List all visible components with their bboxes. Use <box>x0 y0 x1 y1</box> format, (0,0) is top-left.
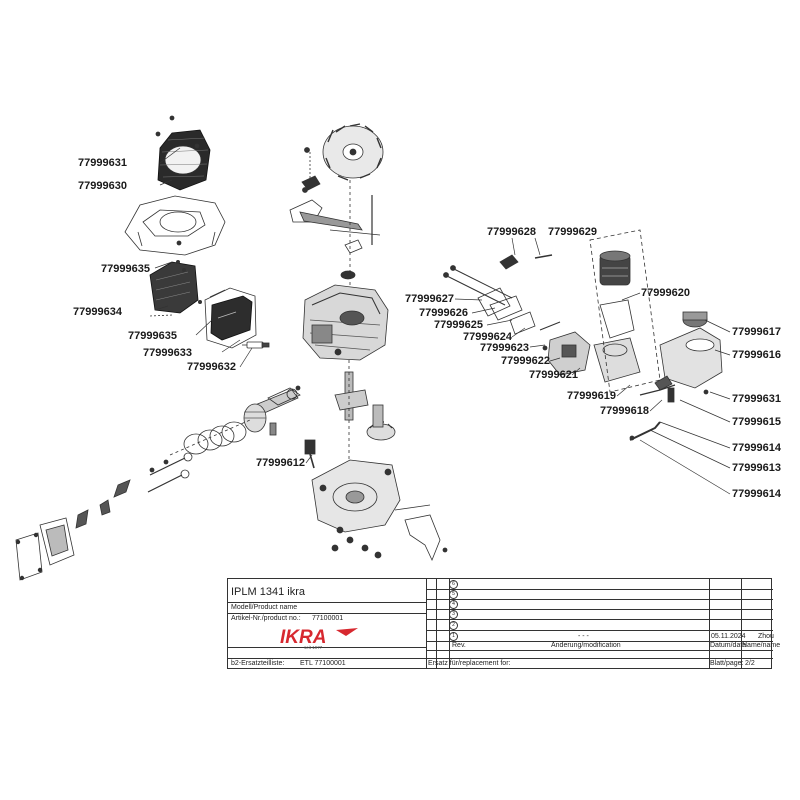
title-block: IPLM 1341 ikra Modell/Product name Artik… <box>227 578 780 669</box>
name-header: Name/name <box>742 642 781 649</box>
replacement-label: Ersatz für/replacement for: <box>428 660 511 667</box>
part-label-77999630: 77999630 <box>78 180 127 192</box>
valves <box>147 452 193 493</box>
spark-plug <box>242 341 270 349</box>
part-label-77999613: 77999613 <box>732 462 781 474</box>
muffler <box>149 287 257 349</box>
camshaft-gear <box>366 404 396 441</box>
flywheel <box>322 123 384 181</box>
rev-number-6: 6 <box>449 580 458 589</box>
etl-value: ETL 77100001 <box>300 660 346 667</box>
fuel-tank-cap <box>682 311 708 328</box>
crankcase-cover <box>311 459 401 559</box>
ignition-coil <box>289 147 363 231</box>
part-label-77999621: 77999621 <box>529 369 578 381</box>
part-label-77999618: 77999618 <box>600 405 649 417</box>
rocker-arm <box>267 385 301 406</box>
rev1-date: 05.11.2024 <box>711 633 746 640</box>
fan-housing <box>124 195 226 256</box>
ikra-logo: IKRA seit 1977 <box>278 626 368 650</box>
part-label-77999625: 77999625 <box>434 319 483 331</box>
part-label-77999620: 77999620 <box>641 287 690 299</box>
valve-springs <box>75 479 131 529</box>
rev1-name: Zhou <box>758 633 774 640</box>
sheet-label: Blatt/page: <box>710 660 744 667</box>
part-label-77999635-top: 77999635 <box>101 263 150 275</box>
leader-lines <box>154 147 731 495</box>
part-label-77999634: 77999634 <box>73 306 122 318</box>
part-label-77999635-bottom: 77999635 <box>128 330 177 342</box>
rev-number-1: 1 <box>449 632 458 641</box>
piston-rings <box>169 419 251 456</box>
etl-label: b2-Ersatzteilliste: <box>231 660 285 667</box>
part-label-77999616: 77999616 <box>732 349 781 361</box>
part-label-77999615: 77999615 <box>732 416 781 428</box>
model-label: Modell/Product name <box>231 604 298 611</box>
article-value: 77100001 <box>312 615 344 622</box>
sheet-value: 2/2 <box>745 660 755 667</box>
part-label-77999623: 77999623 <box>480 342 529 354</box>
part-label-77999612: 77999612 <box>256 457 305 469</box>
fuel-line <box>629 375 676 441</box>
cylinder-head-cover <box>15 517 75 581</box>
part-label-77999619: 77999619 <box>567 390 616 402</box>
carburetor <box>539 321 591 376</box>
product-name: IPLM 1341 ikra <box>231 586 305 598</box>
part-label-77999629: 77999629 <box>548 226 597 238</box>
part-label-77999617: 77999617 <box>732 326 781 338</box>
rev1-change: - - - <box>578 633 589 640</box>
change-header: Änderung/modification <box>551 642 621 649</box>
part-label-77999633: 77999633 <box>143 347 192 359</box>
part-label-77999614-top: 77999614 <box>732 442 781 454</box>
crankshaft <box>334 360 369 470</box>
date-header: Datum/date <box>710 642 747 649</box>
air-filter-housing <box>589 229 661 393</box>
air-filter-element <box>599 250 631 286</box>
logo-text: IKRA <box>280 627 326 648</box>
piston <box>243 403 277 436</box>
fuel-tank <box>659 327 723 395</box>
rev-number-5: 5 <box>449 590 458 599</box>
part-label-77999631: 77999631 <box>78 157 127 169</box>
oil-sensor <box>304 439 316 469</box>
logo-subtext: seit 1977 <box>304 645 323 650</box>
part-label-77999626: 77999626 <box>419 307 468 319</box>
part-label-77999632: 77999632 <box>187 361 236 373</box>
governor-linkage <box>329 180 381 300</box>
rev-number-2: 2 <box>449 621 458 630</box>
recoil-starter <box>155 115 211 191</box>
part-label-77999628: 77999628 <box>487 226 536 238</box>
rev-number-4: 4 <box>449 600 458 609</box>
part-label-77999631-right: 77999631 <box>732 393 781 405</box>
part-label-77999624: 77999624 <box>463 331 512 343</box>
rev-header: Rev. <box>452 642 466 649</box>
brake-lever <box>394 504 448 562</box>
article-label: Artikel-Nr./product no.: <box>231 615 301 622</box>
rev-number-3: 3 <box>449 610 458 619</box>
part-label-77999614-bottom: 77999614 <box>732 488 781 500</box>
cylinder-block <box>302 284 389 361</box>
muffler-cover <box>149 259 199 314</box>
part-label-77999622: 77999622 <box>501 355 550 367</box>
part-label-77999627: 77999627 <box>405 293 454 305</box>
